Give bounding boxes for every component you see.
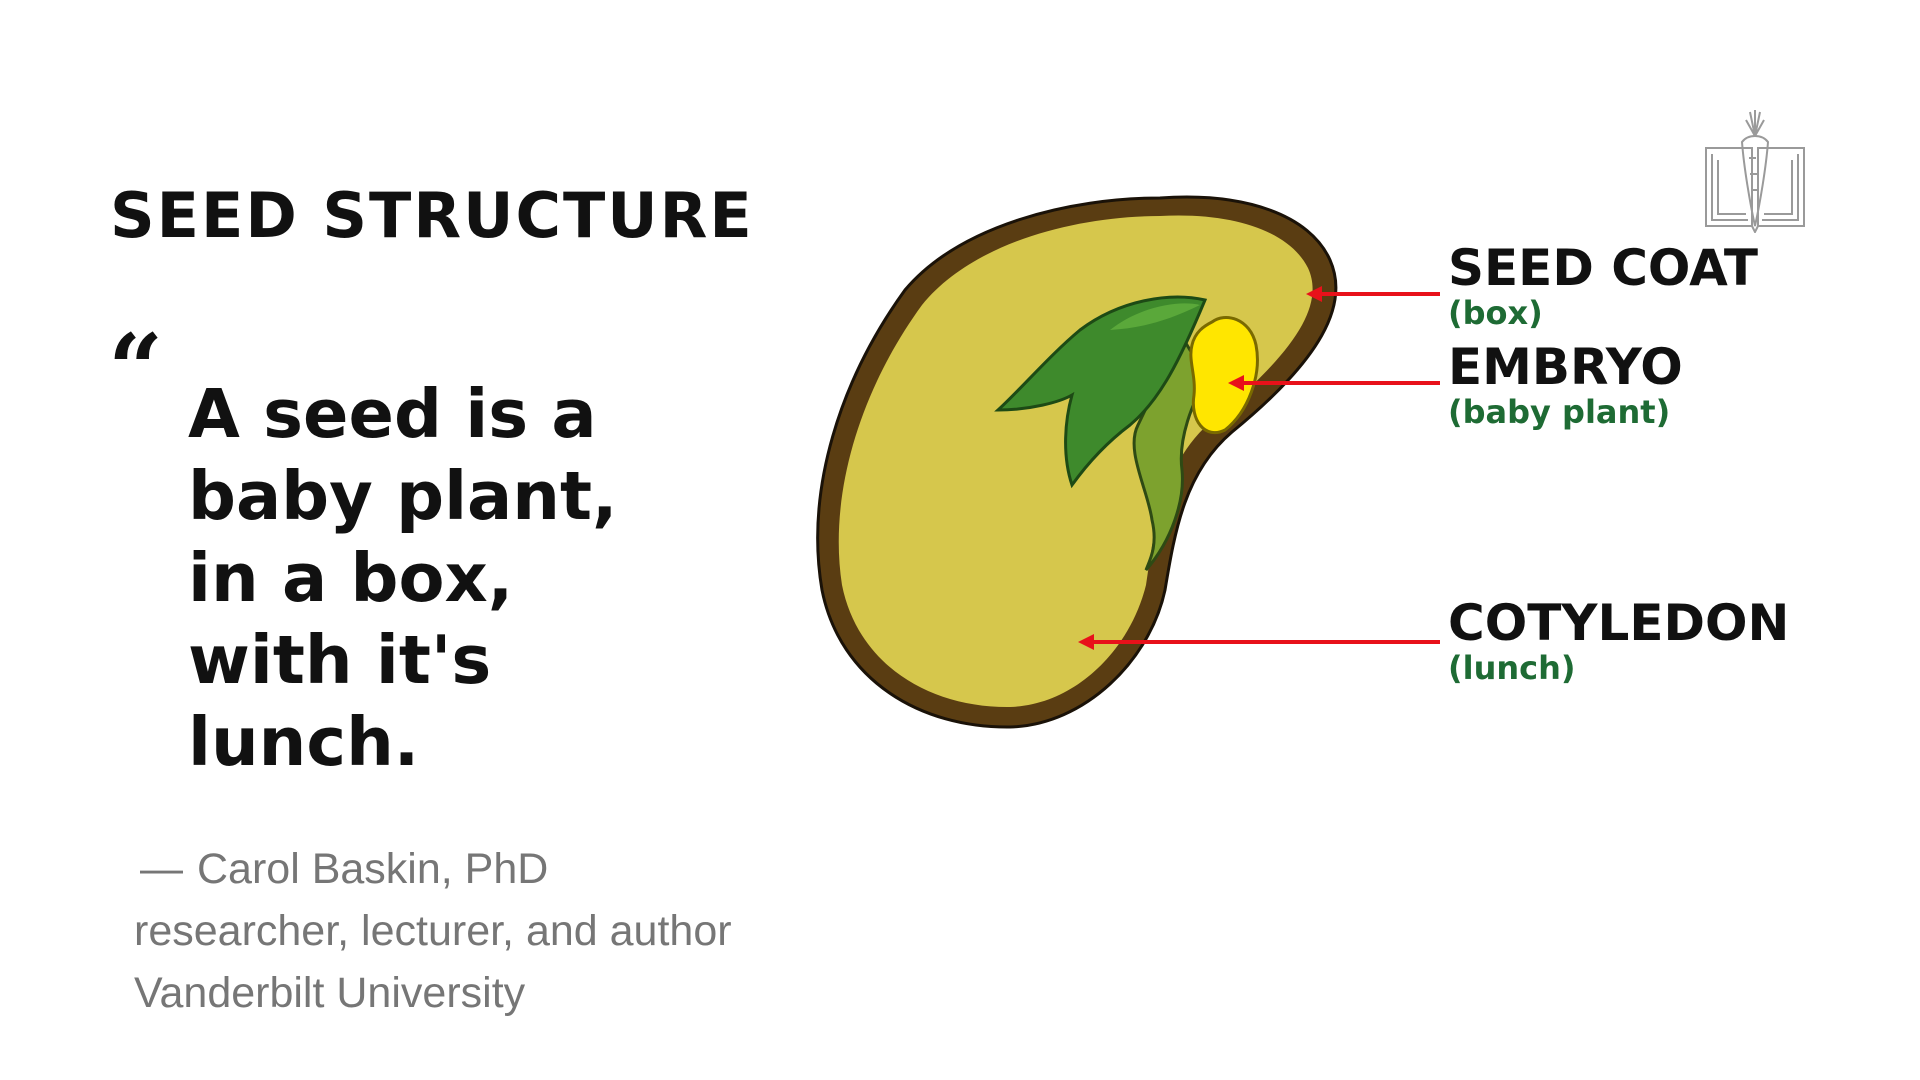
author-affiliation: Vanderbilt University bbox=[134, 969, 526, 1017]
quote-line: with it's bbox=[188, 621, 492, 699]
author-name: Carol Baskin, PhD bbox=[197, 845, 549, 893]
attribution-author-line: — Carol Baskin, PhD bbox=[134, 838, 732, 900]
embryo-leaf-highlight bbox=[1110, 303, 1200, 330]
label-cotyledon-name: COTYLEDON bbox=[1448, 594, 1790, 652]
label-seed-coat: SEED COAT (box) bbox=[1448, 243, 1758, 329]
label-seed-coat-sub: (box) bbox=[1448, 294, 1543, 332]
seed-coat-arrowhead bbox=[1306, 286, 1322, 302]
label-embryo-sub: (baby plant) bbox=[1448, 393, 1671, 431]
quote-line: lunch. bbox=[188, 703, 420, 781]
label-embryo-name: EMBRYO bbox=[1448, 338, 1683, 396]
label-cotyledon: COTYLEDON (lunch) bbox=[1448, 598, 1789, 684]
cotyledon-arrowhead bbox=[1078, 634, 1094, 650]
label-cotyledon-sub: (lunch) bbox=[1448, 649, 1576, 687]
label-seed-coat-name: SEED COAT bbox=[1448, 239, 1759, 297]
embryo-leaf-shape bbox=[994, 295, 1208, 489]
label-embryo: EMBRYO (baby plant) bbox=[1448, 342, 1683, 428]
embryo-arrowhead bbox=[1228, 375, 1244, 391]
author-role: researcher, lecturer, and author bbox=[134, 907, 732, 955]
page-title: SEED STRUCTURE bbox=[110, 179, 754, 252]
book-carrot-icon bbox=[1705, 110, 1805, 233]
quote-text: A seed is a baby plant, in a box, with i… bbox=[188, 373, 658, 783]
quote-line: baby plant, bbox=[188, 457, 618, 535]
quote-mark-icon: “ bbox=[108, 313, 164, 426]
attribution: — Carol Baskin, PhD researcher, lecturer,… bbox=[134, 838, 732, 1024]
embryo-radicle-shape bbox=[1189, 316, 1259, 434]
quote-line: in a box, bbox=[188, 539, 514, 617]
em-dash: — bbox=[140, 845, 183, 893]
quote-line: A seed is a bbox=[188, 375, 597, 453]
